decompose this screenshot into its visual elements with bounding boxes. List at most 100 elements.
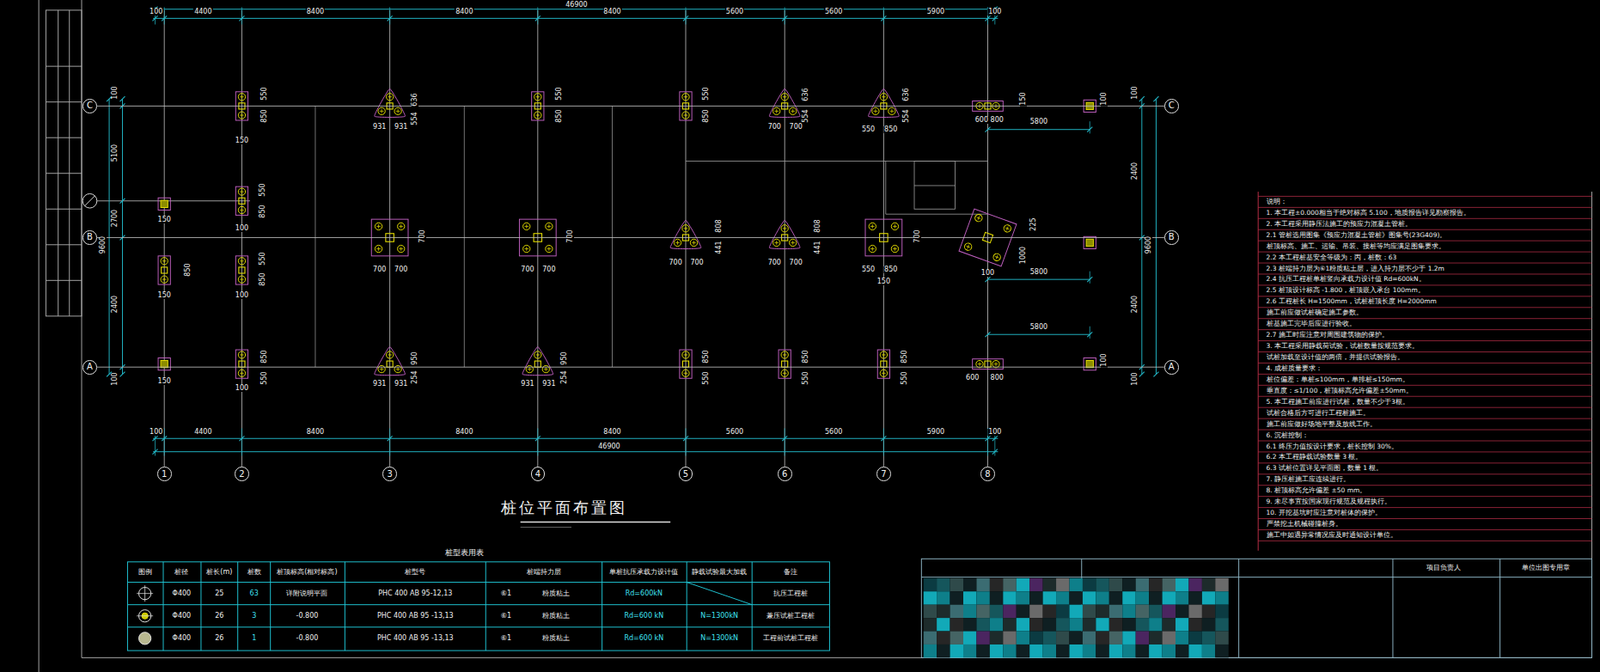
redacted-block xyxy=(1056,644,1069,658)
dimension-text: 8400 xyxy=(454,428,474,436)
notes-rule xyxy=(1258,240,1592,242)
dimension-text: 4400 xyxy=(193,8,213,16)
pile-cross xyxy=(685,113,687,118)
notes-rule xyxy=(1258,295,1592,297)
redacted-block xyxy=(1188,578,1202,592)
grid-row-line xyxy=(97,237,1165,239)
redacted-block xyxy=(1069,617,1083,631)
table-cell: 26 xyxy=(213,612,225,620)
pile-circle xyxy=(394,107,402,115)
redacted-block xyxy=(923,591,937,605)
dimension-text: 100 xyxy=(148,8,164,16)
pile-cross xyxy=(883,94,885,99)
table-cell: 粉质粘土 xyxy=(541,612,571,620)
three-pile-cap xyxy=(868,88,900,117)
dimension-text: 5800 xyxy=(1029,268,1049,276)
redacted-block xyxy=(1148,617,1162,631)
revision-strip-row xyxy=(45,101,82,103)
note-line: 试桩加载至设计值的两倍，并提供试验报告。 xyxy=(1265,354,1405,361)
redacted-block xyxy=(1162,578,1176,592)
extension-line xyxy=(537,427,538,456)
dimension-text: 700 xyxy=(419,229,427,245)
title-block-line xyxy=(1499,558,1501,658)
three-pile-cap xyxy=(670,219,702,249)
dimension-text: 100 xyxy=(234,384,250,392)
dimension-text: 808 xyxy=(814,219,822,234)
redacted-block xyxy=(1056,604,1069,618)
dimension-text: 8400 xyxy=(305,8,325,16)
pile-circle xyxy=(523,244,531,252)
pile-cross xyxy=(677,240,678,245)
dimension-text: 5100 xyxy=(111,143,119,163)
pile-circle xyxy=(781,93,788,101)
title-block-line xyxy=(1392,558,1393,658)
pile-circle xyxy=(394,365,402,373)
legend-symbol-cross xyxy=(144,585,146,602)
pile-cross xyxy=(241,207,243,213)
dimension-text: 100 xyxy=(1100,352,1108,367)
redacted-block xyxy=(1122,578,1136,592)
axis-line xyxy=(987,10,989,468)
redacted-block xyxy=(963,617,977,631)
extension-line xyxy=(883,6,885,25)
pile-circle xyxy=(974,213,984,223)
column-square xyxy=(161,267,168,274)
revision-strip-col xyxy=(57,10,59,317)
note-line: 6.3 试桩位置详见平面图，数量 1 根。 xyxy=(1265,465,1385,473)
redacted-block xyxy=(1002,604,1016,618)
table-cell: Rd=600 kN xyxy=(622,612,665,620)
extension-line xyxy=(537,6,538,25)
redacted-block xyxy=(1148,578,1162,592)
table-cell: 工程前试桩工程桩 xyxy=(762,635,819,642)
dimension-text: 600 xyxy=(964,374,980,382)
pile-cross xyxy=(241,353,243,358)
dimension-tick xyxy=(1153,372,1159,378)
column-square xyxy=(238,360,245,367)
table-col-line xyxy=(163,561,165,651)
title-block-line xyxy=(921,576,1592,578)
redacted-block xyxy=(950,631,964,645)
redacted-block xyxy=(1029,578,1043,592)
pile-cross xyxy=(378,246,379,251)
pile-circle xyxy=(238,275,245,283)
revision-strip-row xyxy=(45,172,82,174)
two-pile-cap xyxy=(235,349,248,379)
redacted-block xyxy=(1069,591,1083,605)
two-pile-cap xyxy=(235,186,248,215)
pile-cross xyxy=(891,109,892,114)
dimension-text: 100 xyxy=(111,85,119,100)
note-line: 7. 静压桩施工应连续进行。 xyxy=(1265,476,1352,484)
dimension-text: 46900 xyxy=(564,1,588,9)
column-square xyxy=(880,360,887,367)
pile-circle xyxy=(397,244,405,252)
note-line: 施工前应做好场地平整及放线工作。 xyxy=(1265,421,1378,428)
pile-cross xyxy=(894,224,896,229)
pile-cross xyxy=(775,109,777,114)
pile-cross xyxy=(894,246,896,251)
redacted-block xyxy=(950,644,964,658)
dimension-text: 254 xyxy=(411,369,419,385)
table-cell: Rd=600 kN xyxy=(622,635,665,642)
table-cell: N=1300kN xyxy=(699,635,739,642)
note-line: 2.5 桩顶设计标高 -1.800，桩顶嵌入承台 100mm。 xyxy=(1265,287,1426,295)
note-line: 3. 本工程采用静载荷试验，试桩数量按规范要求。 xyxy=(1265,342,1421,350)
redacted-block xyxy=(1202,591,1216,605)
table-col-line xyxy=(344,561,346,651)
notes-border xyxy=(1258,191,1259,551)
dimension-line xyxy=(152,451,998,452)
dimension-text: 850 xyxy=(261,109,269,124)
axis-label: A xyxy=(86,362,93,372)
pile-cross xyxy=(784,94,786,99)
table-row-line xyxy=(127,581,830,583)
pile-circle xyxy=(378,107,385,115)
redacted-block xyxy=(963,631,977,645)
pile-cross xyxy=(784,225,786,231)
pile-cross xyxy=(241,258,243,263)
redacted-block xyxy=(1122,631,1136,645)
dimension-text: 100 xyxy=(148,428,164,436)
redacted-block xyxy=(989,631,1003,645)
dimension-text: 700 xyxy=(541,266,556,274)
redacted-block xyxy=(1082,604,1096,618)
note-line: 2.6 工程桩长 H=1500mm，试桩桩顶长度 H=2000mm xyxy=(1265,299,1438,306)
dimension-text: 5900 xyxy=(926,428,946,436)
